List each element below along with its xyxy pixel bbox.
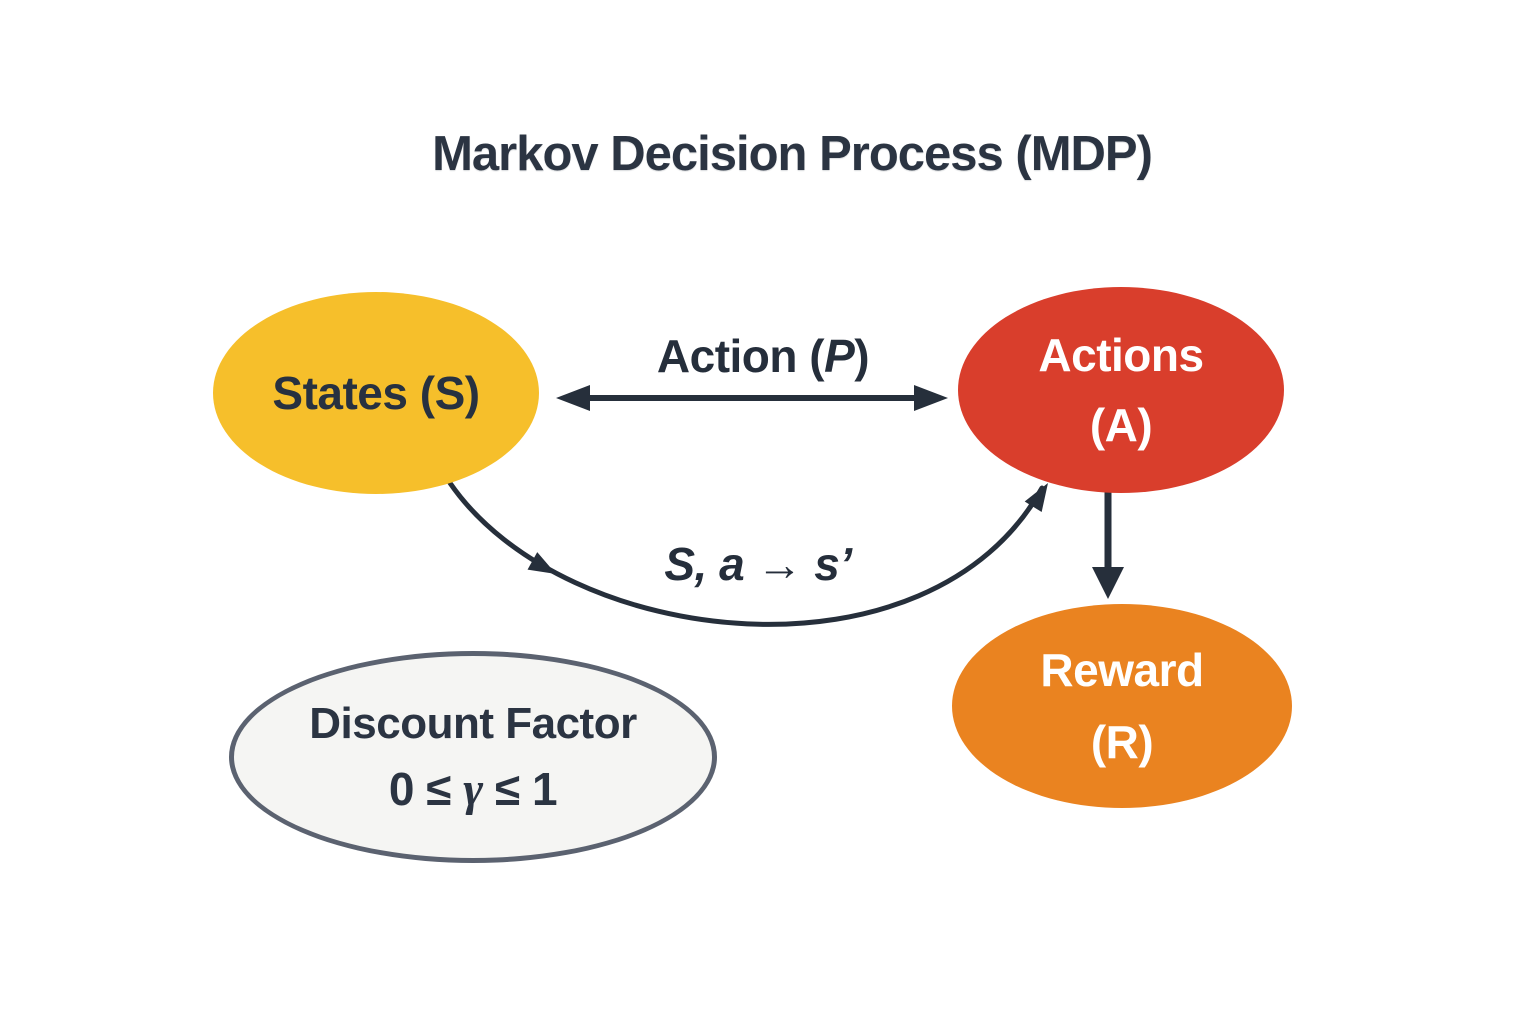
- state-action-curve-arrow: [447, 480, 1048, 627]
- node-states: States (S): [213, 292, 539, 494]
- action-p-italic: P: [824, 330, 855, 382]
- node-actions: Actions (A): [958, 287, 1284, 493]
- actions-to-reward-arrow: [1092, 491, 1124, 599]
- node-states-label: States (S): [272, 367, 480, 419]
- gamma-symbol: γ: [463, 762, 483, 816]
- node-discount-factor: Discount Factor 0 ≤ γ ≤ 1: [229, 651, 717, 863]
- discount-factor-formula: 0 ≤ γ ≤ 1: [388, 756, 558, 823]
- discount-factor-label: Discount Factor: [309, 698, 637, 748]
- transition-arrow: [556, 385, 948, 411]
- state-action-end-head-icon: [1024, 483, 1048, 513]
- node-actions-label-line1: Actions: [1038, 329, 1204, 381]
- node-reward-label-line2: (R): [1090, 716, 1154, 768]
- edge-label-action-p: Action (P): [656, 329, 870, 383]
- edge-label-s-a-sprime: S, a → s’: [664, 538, 852, 590]
- action-p-suffix: ): [854, 330, 870, 382]
- node-reward: Reward (R): [952, 604, 1292, 808]
- formula-prefix: 0 ≤: [388, 762, 464, 815]
- state-action-mid-head-icon: [527, 552, 556, 574]
- actions-to-reward-head-icon: [1092, 567, 1124, 599]
- node-reward-label-line1: Reward: [1040, 644, 1204, 696]
- state-action-curve-path: [447, 480, 1045, 627]
- formula-suffix: ≤ 1: [482, 762, 558, 815]
- transition-arrow-right-head-icon: [914, 385, 948, 411]
- action-p-prefix: Action (: [656, 330, 825, 382]
- transition-arrow-left-head-icon: [556, 385, 590, 411]
- node-actions-label-line2: (A): [1089, 399, 1153, 451]
- diagram-title: Markov Decision Process (MDP): [432, 127, 1153, 181]
